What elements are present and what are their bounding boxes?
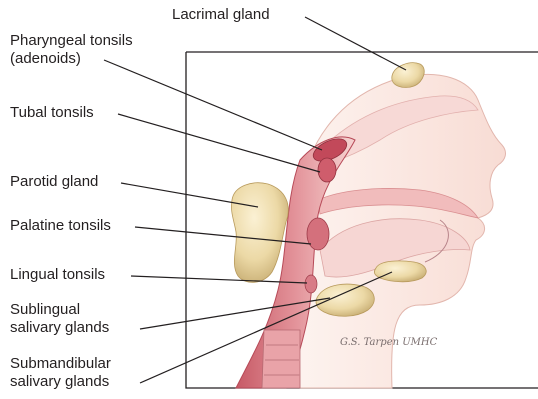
leader-pharyngeal [104, 60, 322, 150]
sublingual-gland-shape [374, 261, 426, 282]
label-pharyngeal-tonsils: Pharyngeal tonsils [10, 32, 133, 50]
leader-tubal [118, 114, 320, 172]
lingual-tonsil [305, 275, 317, 293]
parotid-gland-shape [231, 183, 288, 283]
label-tubal-tonsils: Tubal tonsils [10, 104, 94, 122]
signature: G.S. Tarpen UMHC [340, 337, 438, 348]
label-lacrimal-gland: Lacrimal gland [172, 6, 270, 24]
label-sublingual-line1: Sublingual [10, 301, 80, 319]
leader-lacrimal [305, 17, 406, 70]
label-lingual-tonsils: Lingual tonsils [10, 266, 105, 284]
palatine-tonsil [307, 218, 329, 250]
label-sublingual-line2: salivary glands [10, 319, 109, 337]
label-palatine-tonsils: Palatine tonsils [10, 217, 111, 235]
tubal-tonsil [318, 158, 336, 182]
esophagus [262, 330, 300, 388]
label-submandibular-line2: salivary glands [10, 373, 109, 391]
label-pharyngeal-adenoids: (adenoids) [10, 50, 81, 68]
label-submandibular-line1: Submandibular [10, 355, 111, 373]
label-parotid-gland: Parotid gland [10, 173, 98, 191]
